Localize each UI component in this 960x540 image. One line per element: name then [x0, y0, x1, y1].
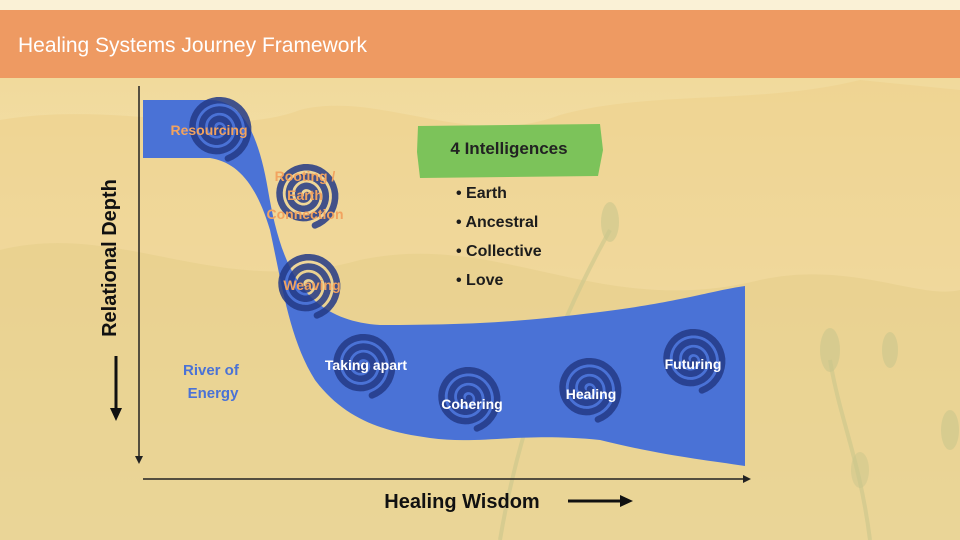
stage-label: Resourcing — [170, 122, 247, 138]
intelligences-list: • Earth • Ancestral • Collective • Love — [456, 185, 542, 289]
header-bar: Healing Systems Journey Framework — [0, 10, 960, 78]
page-title: Healing Systems Journey Framework — [18, 34, 367, 57]
stage-label: Cohering — [441, 396, 502, 412]
spiral-icon — [189, 96, 252, 162]
y-axis-arrow — [110, 356, 122, 421]
top-strip — [0, 0, 960, 10]
spiral-icon — [663, 328, 726, 394]
stage-label: Futuring — [665, 356, 722, 372]
x-axis-label: Healing Wisdom — [384, 491, 539, 513]
y-axis-label: Relational Depth — [99, 179, 121, 337]
spiral-layer — [189, 96, 726, 432]
intelligences-title: 4 Intelligences — [450, 139, 567, 158]
intelligences-panel: 4 Intelligences • Earth • Ancestral • Coll… — [417, 124, 603, 289]
stage-label: Taking apart — [325, 357, 408, 373]
river-label: River of Energy — [183, 362, 243, 402]
intelligence-item: • Earth — [456, 185, 507, 202]
stage-label: Healing — [566, 386, 617, 402]
spiral-icon — [559, 357, 622, 423]
spiral-icon — [278, 253, 341, 319]
intelligences-badge — [417, 124, 603, 178]
y-axis-end-arrow — [135, 456, 143, 464]
intelligence-item: • Love — [456, 272, 503, 289]
spiral-icon — [276, 163, 339, 229]
x-axis-arrow — [568, 495, 633, 507]
stage-label: Weaving — [283, 277, 340, 293]
x-axis-end-arrow — [743, 475, 751, 483]
spiral-icon — [333, 333, 396, 399]
spiral-icon — [438, 366, 501, 432]
intelligence-item: • Collective — [456, 243, 542, 260]
intelligence-item: • Ancestral — [456, 214, 538, 231]
